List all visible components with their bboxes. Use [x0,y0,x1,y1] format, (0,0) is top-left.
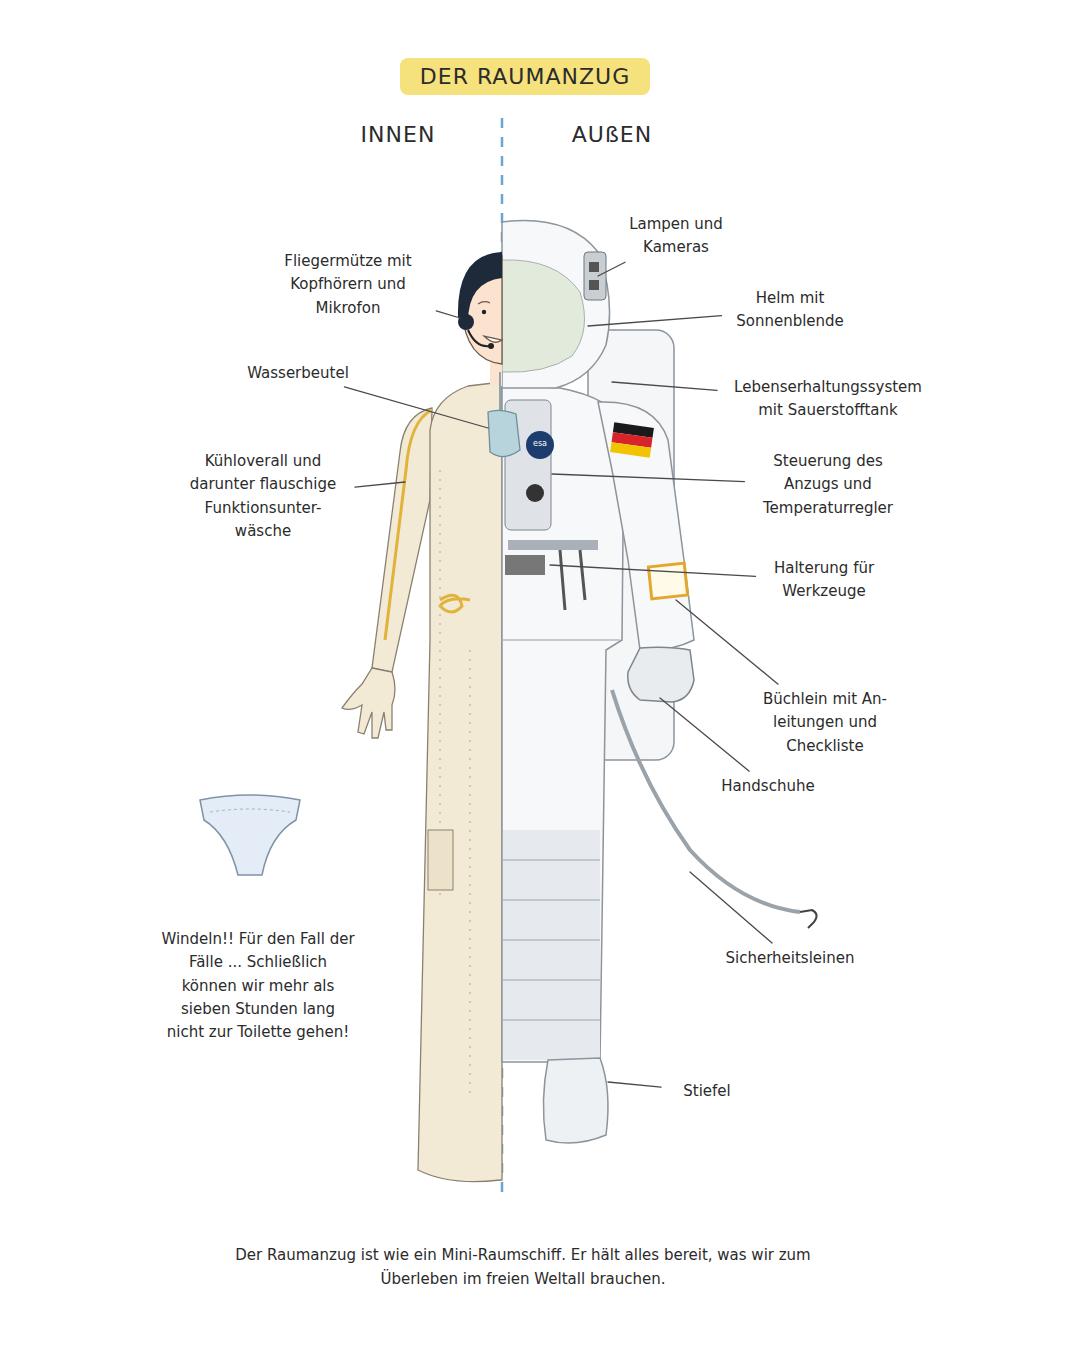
eyebrow [478,302,490,304]
outer-arm [598,402,694,650]
part-label: Steuerung des Anzugs und Temperaturregle… [751,450,906,520]
cooling-tube [385,410,432,640]
part-label: Halterung für Werkzeuge [762,557,887,604]
cooling-tube [440,595,470,612]
section-heading: INNEN [333,118,463,152]
part-label: Stiefel [667,1080,747,1103]
diaper [200,795,300,875]
water-bag [488,410,520,456]
part-label: Helm mit Sonnenblende [728,287,853,334]
leg-pocket [428,830,453,890]
leg-shading [503,830,600,1060]
drink-straw [499,372,501,412]
leader-line [436,311,460,318]
part-label: Büchlein mit An- leitungen und Checklist… [753,688,898,758]
inner-hand [342,668,395,738]
part-label: Lampen und Kameras [616,213,736,260]
tether-hook [800,910,817,928]
visor [502,260,585,372]
leader-line [588,316,722,326]
leader-line [690,872,772,943]
camera [589,280,599,290]
part-label: Kühloverall und darunter flauschige Funk… [177,450,349,543]
eye [482,310,486,314]
part-label: Handschuhe [708,775,828,798]
note-text: Windeln!! Für den Fall der Fälle ... Sch… [161,928,356,1044]
leader-line [598,262,625,276]
microphone [488,343,494,349]
mouth [484,336,502,342]
part-label: Wasserbeutel [228,362,368,385]
garment-seam [440,470,470,1100]
tool-holder [505,555,545,575]
glove [628,647,694,702]
safety-tether [612,690,800,912]
checklist-booklet [648,563,687,599]
part-label: Lebenserhaltungssystem mit Sauerstofftan… [723,376,933,423]
leader-line [344,387,488,428]
leader-line [608,1082,661,1087]
suit-rings [503,640,620,1020]
german-flag [610,422,654,457]
leader-line [552,474,745,482]
leader-line [550,565,756,576]
helmet-lamp [584,252,606,300]
inner-arm [372,408,432,672]
flight-cap [458,252,502,322]
leader-line [612,382,717,390]
cooling-garment [418,382,502,1182]
flag-stripe [610,442,651,457]
helmet [502,221,610,388]
section-heading: AUßEN [547,118,677,152]
agency-badge [526,431,554,459]
temperature-knob [526,484,544,502]
badge-text: esa [527,439,553,449]
leader-line [676,600,778,684]
boot [543,1058,608,1143]
outer-suit [502,385,624,1062]
part-label: Fliegermütze mit Kopfhörern und Mikrofon [266,250,431,320]
diaper-seam [210,809,290,812]
title-band: DER RAUMANZUG [400,58,650,95]
camera [589,262,599,272]
tool-holder [508,540,598,550]
caption-text: Der Raumanzug ist wie ein Mini-Raumschif… [233,1243,813,1291]
part-label: Sicherheitsleinen [705,947,875,970]
headphone [458,314,474,330]
leader-line [660,698,749,771]
tool [560,550,585,610]
leader-line [355,482,405,487]
